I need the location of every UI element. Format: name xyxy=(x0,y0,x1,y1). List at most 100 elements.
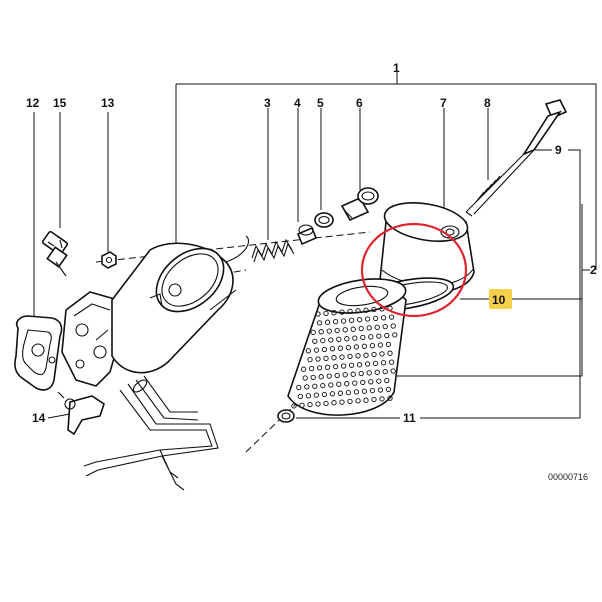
perforation-hole xyxy=(372,360,379,367)
perforation-hole xyxy=(318,374,324,380)
perforation-hole xyxy=(316,365,323,371)
washer-part-11 xyxy=(277,409,295,423)
perforation-hole xyxy=(300,366,307,372)
callout-labels: 1 3 4 5 6 7 8 9 2 11 12 15 13 14 10 0000… xyxy=(26,61,597,482)
perforation-hole xyxy=(342,327,348,333)
perforation-hole xyxy=(345,389,352,396)
perforation-hole xyxy=(332,318,339,325)
perforation-hole xyxy=(380,315,387,321)
perforation-hole xyxy=(347,308,353,315)
perforation-hole xyxy=(364,316,371,322)
perforation-hole xyxy=(392,332,398,338)
perforation-hole xyxy=(310,329,316,336)
perforation-hole xyxy=(352,380,358,386)
perforation-hole xyxy=(347,353,353,360)
filter-element-part-2 xyxy=(287,278,407,416)
perforation-hole xyxy=(305,348,312,354)
perforation-hole xyxy=(363,352,369,358)
perforation-hole xyxy=(361,388,368,394)
callout-10-highlight xyxy=(489,289,512,309)
perforation-hole xyxy=(355,398,361,404)
drain-valve-part-14 xyxy=(57,391,105,436)
perforation-hole xyxy=(350,371,356,377)
perforation-hole xyxy=(388,359,395,365)
perforation-hole xyxy=(329,391,336,397)
perforation-hole xyxy=(384,332,390,339)
perforation-hole xyxy=(377,342,384,348)
drawing-code: 00000716 xyxy=(548,472,588,482)
perforation-hole xyxy=(387,395,393,401)
perforation-hole xyxy=(320,382,326,389)
perforation-hole xyxy=(316,320,323,326)
perforation-hole xyxy=(352,335,358,341)
perforation-hole xyxy=(344,336,350,342)
perforation-hole xyxy=(363,397,369,403)
perforation-hole xyxy=(310,374,316,381)
perforation-hole xyxy=(331,400,337,406)
perforation-hole xyxy=(355,353,361,359)
perforation-hole xyxy=(360,334,366,341)
perforation-hole xyxy=(374,369,380,375)
callout-8: 8 xyxy=(484,96,491,110)
filter-perforation-pattern xyxy=(291,305,398,409)
highlight-circle xyxy=(360,222,468,318)
perforation-hole xyxy=(312,338,318,344)
perforation-hole xyxy=(390,368,396,374)
perforation-hole xyxy=(382,323,388,330)
perforation-hole xyxy=(324,319,331,325)
perforation-hole xyxy=(297,393,304,400)
perforation-hole xyxy=(385,386,392,393)
perforation-hole xyxy=(328,337,334,343)
perforation-hole xyxy=(318,329,324,335)
callout-15: 15 xyxy=(53,96,67,110)
perforation-hole xyxy=(379,351,385,357)
perforation-hole xyxy=(355,308,361,314)
callout-1: 1 xyxy=(393,61,400,75)
perforation-hole xyxy=(339,399,345,405)
perforation-hole xyxy=(299,402,305,408)
perforation-hole xyxy=(304,384,310,390)
perforation-hole xyxy=(371,396,377,403)
perforation-hole xyxy=(360,379,366,386)
perforation-hole xyxy=(368,334,374,340)
perforation-hole xyxy=(331,310,337,316)
perforation-hole xyxy=(379,396,385,402)
perforation-hole xyxy=(320,337,326,344)
spring-part-3 xyxy=(251,238,295,263)
callout-5: 5 xyxy=(317,96,324,110)
perforation-hole xyxy=(348,317,355,323)
callout-2: 2 xyxy=(590,263,597,277)
perforation-hole xyxy=(382,368,388,375)
callout-6: 6 xyxy=(356,96,363,110)
perforation-hole xyxy=(329,346,336,352)
perforation-hole xyxy=(377,387,384,393)
perforation-hole xyxy=(323,310,329,317)
perforation-hole xyxy=(321,391,328,398)
perforation-hole xyxy=(323,400,329,407)
perforation-hole xyxy=(332,363,339,370)
callout-7: 7 xyxy=(440,96,447,110)
bypass-valve-part-6 xyxy=(340,187,379,222)
oil-filter-housing-part-1 xyxy=(111,235,250,374)
perforation-hole xyxy=(376,378,382,384)
callout-10: 10 xyxy=(492,293,506,307)
perforation-hole xyxy=(380,360,387,366)
perforation-hole xyxy=(364,361,371,367)
perforation-hole xyxy=(315,311,321,317)
perforation-hole xyxy=(385,341,392,348)
callout-11: 11 xyxy=(403,411,416,425)
perforation-hole xyxy=(307,356,313,363)
perforation-hole xyxy=(342,372,348,378)
filter-housing-bracket xyxy=(61,291,123,387)
bolt-part-8 xyxy=(465,99,568,217)
perforation-hole xyxy=(344,381,350,387)
callout-14: 14 xyxy=(32,411,46,425)
perforation-hole xyxy=(331,355,337,361)
perforation-hole xyxy=(305,393,312,399)
perforation-hole xyxy=(366,370,372,376)
perforation-hole xyxy=(328,382,334,388)
perforation-hole xyxy=(315,356,321,362)
perforation-hole xyxy=(371,306,377,313)
gasket-part-12 xyxy=(14,315,63,391)
